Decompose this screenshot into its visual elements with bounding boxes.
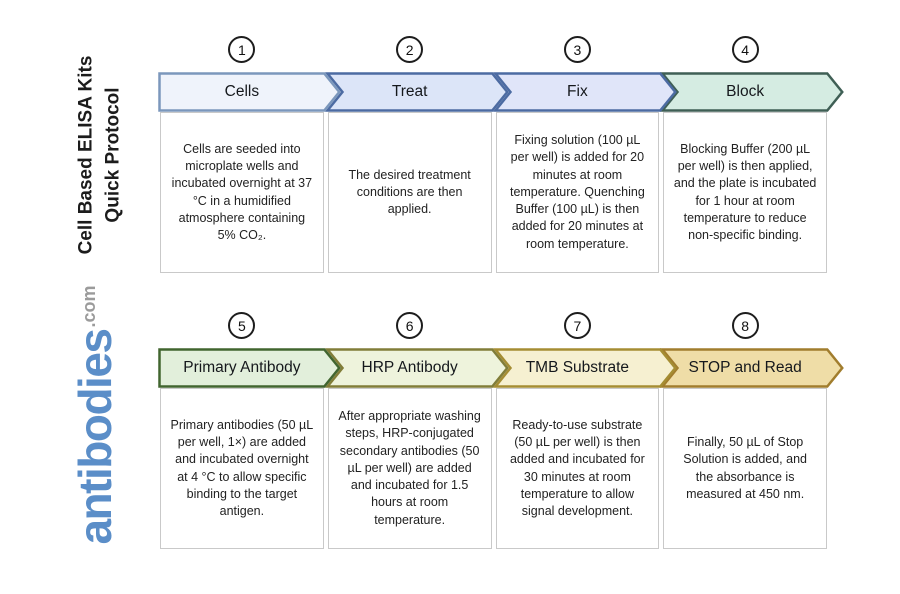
- arrow-shape: [324, 72, 509, 112]
- step-number-badge-4: 4: [731, 36, 759, 63]
- step-number-badge-1: 1: [228, 36, 256, 63]
- step-arrow-band: Cells Treat Fix Block: [158, 72, 845, 112]
- arrow-shape: [492, 348, 677, 388]
- step-number-badge-3: 3: [563, 36, 591, 63]
- step-number-badge-6: 6: [396, 312, 424, 339]
- step-number-badge-2: 2: [396, 36, 424, 63]
- step-arrow-tmb-substrate: TMB Substrate: [492, 348, 677, 388]
- step-arrow-block: Block: [660, 72, 845, 112]
- step-number-row: 5 6 7 8: [158, 312, 844, 340]
- arrow-shape: [158, 72, 341, 112]
- page-title: Cell Based ELISA Kits Quick Protocol: [73, 56, 126, 255]
- step-label: Block: [726, 83, 765, 100]
- step-label: Cells: [224, 83, 260, 100]
- step-description-row: Primary antibodies (50 µL per well, 1×) …: [158, 388, 844, 549]
- step-arrow-fix: Fix: [492, 72, 677, 112]
- step-number-badge-7: 7: [563, 312, 591, 339]
- protocol-row-1: 1 2 3 4 Cells Treat Fix: [158, 36, 845, 273]
- arrow-shape: [660, 348, 845, 388]
- step-label: Primary Antibody: [183, 359, 301, 376]
- step-number-badge-8: 8: [731, 312, 759, 339]
- step-description-stop-and-read: Finally, 50 µL of Stop Solution is added…: [663, 388, 827, 549]
- step-description-primary-antibody: Primary antibodies (50 µL per well, 1×) …: [160, 388, 324, 549]
- step-description-cells: Cells are seeded into microplate wells a…: [160, 112, 324, 273]
- step-description-hrp-antibody: After appropriate washing steps, HRP-con…: [327, 388, 492, 549]
- step-description-block: Blocking Buffer (200 µL per well) is the…: [663, 112, 827, 273]
- arrow-shape: [492, 72, 677, 112]
- step-label: Fix: [567, 83, 588, 100]
- step-arrow-hrp-antibody: HRP Antibody: [324, 348, 509, 388]
- step-arrow-primary-antibody: Primary Antibody: [158, 348, 341, 388]
- step-description-tmb-substrate: Ready-to-use substrate (50 µL per well) …: [495, 388, 660, 549]
- step-label: HRP Antibody: [361, 359, 458, 376]
- step-arrow-cells: Cells: [158, 72, 341, 112]
- step-label: Treat: [391, 83, 428, 100]
- page-title-line1: Cell Based ELISA Kits: [75, 55, 97, 255]
- step-number-row: 1 2 3 4: [158, 36, 844, 64]
- step-label: STOP and Read: [688, 359, 802, 376]
- protocol-row-2: 5 6 7 8 Primary Antibody HRP Antibody: [158, 312, 845, 549]
- step-arrow-treat: Treat: [324, 72, 509, 112]
- arrow-shape: [324, 348, 509, 388]
- step-number-badge-5: 5: [228, 312, 256, 339]
- page-title-line2: Quick Protocol: [102, 87, 123, 223]
- step-arrow-stop-and-read: STOP and Read: [660, 348, 845, 388]
- logo-wordmark: antibodies: [69, 329, 121, 545]
- step-label: TMB Substrate: [525, 359, 630, 376]
- step-description-treat: The desired treatment conditions are the…: [327, 112, 492, 273]
- arrow-shape: [158, 348, 341, 388]
- arrow-shape: [660, 72, 845, 112]
- logo-suffix: .com: [79, 285, 99, 328]
- step-arrow-band: Primary Antibody HRP Antibody TMB Substr…: [158, 348, 845, 388]
- step-description-row: Cells are seeded into microplate wells a…: [158, 112, 844, 273]
- step-description-fix: Fixing solution (100 µL per well) is add…: [495, 112, 660, 273]
- antibodies-logo: antibodies.com: [68, 285, 122, 544]
